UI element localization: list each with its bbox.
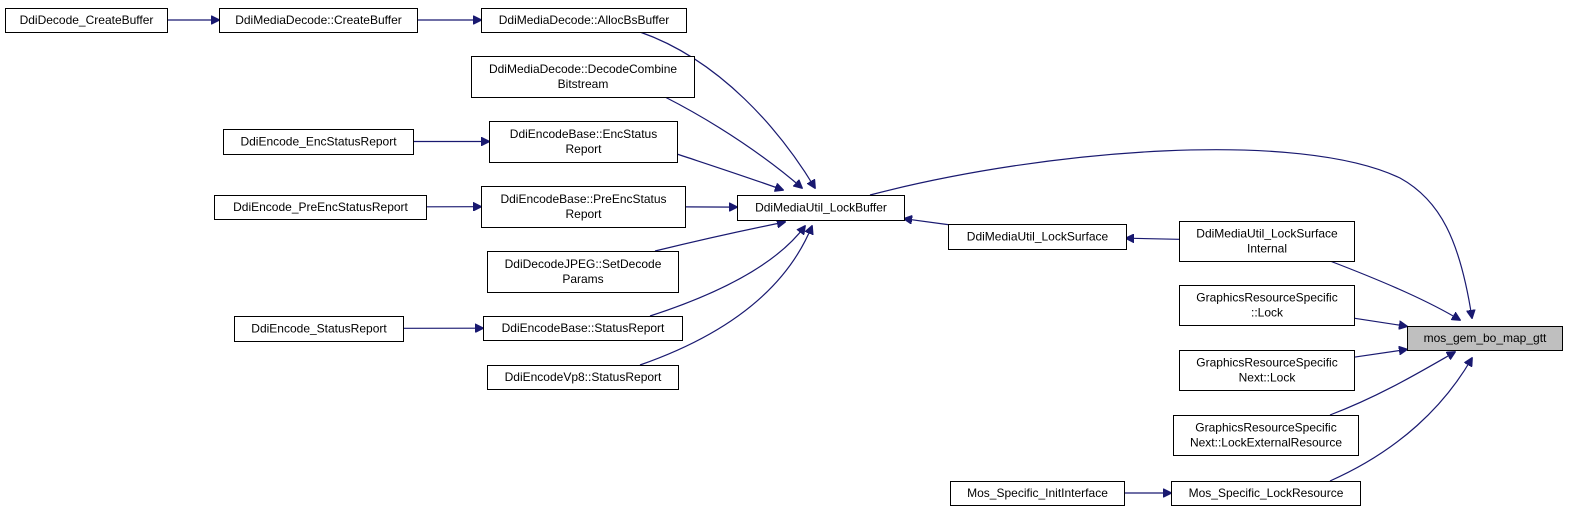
- edge-ddi-media-util-lock-surface-to-ddi-media-util-lock-buffer: [904, 219, 949, 226]
- node-box: [1179, 221, 1355, 262]
- node-box: [5, 8, 168, 33]
- node-ddi-encode-base-status-report[interactable]: DdiEncodeBase::StatusReport: [483, 316, 683, 341]
- node-box: [487, 365, 679, 390]
- edge-graphics-resource-specific-lock-to-mos-gem-bo-map-gtt: [1353, 317, 1407, 326]
- node-label: DdiMediaUtil_LockSurface: [967, 230, 1109, 244]
- node-box: [948, 224, 1127, 250]
- node-label: DdiDecodeJPEG::SetDecode: [505, 257, 662, 271]
- node-label: DdiEncode_PreEncStatusReport: [233, 200, 408, 214]
- node-label: Internal: [1247, 242, 1287, 256]
- node-box: [471, 56, 695, 98]
- node-graphics-resource-specific-lock[interactable]: GraphicsResourceSpecific::Lock: [1179, 285, 1355, 326]
- node-ddi-media-decode-alloc-bs-buffer[interactable]: DdiMediaDecode::AllocBsBuffer: [481, 8, 687, 33]
- edge-ddi-media-util-lock-surface-internal-to-mos-gem-bo-map-gtt: [1329, 260, 1460, 320]
- node-ddi-encode-enc-status-report[interactable]: DdiEncode_EncStatusReport: [223, 129, 414, 155]
- node-ddi-encode-vp8-status-report[interactable]: DdiEncodeVp8::StatusReport: [487, 365, 679, 390]
- node-label: ::Lock: [1251, 306, 1284, 320]
- node-label: Next::LockExternalResource: [1190, 436, 1342, 450]
- node-ddi-encode-base-enc-status-report[interactable]: DdiEncodeBase::EncStatusReport: [489, 121, 678, 163]
- node-label: GraphicsResourceSpecific: [1196, 356, 1337, 370]
- node-box: [737, 195, 905, 221]
- node-mos-specific-init-interface[interactable]: Mos_Specific_InitInterface: [950, 481, 1125, 506]
- node-ddi-media-util-lock-surface[interactable]: DdiMediaUtil_LockSurface: [948, 224, 1127, 250]
- node-label: DdiEncode_StatusReport: [251, 322, 387, 336]
- node-ddi-decode-create-buffer[interactable]: DdiDecode_CreateBuffer: [5, 8, 168, 33]
- edge-ddi-media-util-lock-buffer-to-mos-gem-bo-map-gtt: [869, 149, 1472, 318]
- edge-ddi-encode-base-enc-status-report-to-ddi-media-util-lock-buffer: [676, 153, 783, 190]
- node-label: DdiEncodeBase::StatusReport: [502, 321, 665, 335]
- node-box: [950, 481, 1125, 506]
- node-box: [1171, 481, 1361, 506]
- edge-ddi-media-decode-decode-combine-bitstream-to-ddi-media-util-lock-buffer: [664, 96, 802, 188]
- node-box: [234, 316, 404, 342]
- edge-ddi-decode-jpeg-set-decode-params-to-ddi-media-util-lock-buffer: [654, 222, 785, 252]
- node-label: DdiMediaDecode::AllocBsBuffer: [499, 13, 670, 27]
- node-ddi-encode-pre-enc-status-report[interactable]: DdiEncode_PreEncStatusReport: [214, 195, 427, 220]
- node-label: Mos_Specific_InitInterface: [967, 486, 1108, 500]
- edge-ddi-media-util-lock-surface-internal-to-ddi-media-util-lock-surface: [1126, 238, 1180, 239]
- node-box: [1179, 350, 1355, 391]
- node-label: DdiDecode_CreateBuffer: [20, 13, 154, 27]
- node-layer: mos_gem_bo_map_gtt DdiMediaUtil_LockBuffe…: [5, 8, 1563, 506]
- node-box: [1173, 415, 1359, 456]
- edge-ddi-encode-base-status-report-to-ddi-media-util-lock-buffer: [649, 226, 805, 317]
- node-box: [487, 251, 679, 293]
- node-box: [483, 316, 683, 341]
- node-box: [481, 8, 687, 33]
- node-label: DdiMediaUtil_LockSurface: [1196, 227, 1338, 241]
- edge-ddi-encode-vp8-status-report-to-ddi-media-util-lock-buffer: [639, 226, 812, 366]
- node-label: Report: [565, 142, 602, 156]
- node-label: mos_gem_bo_map_gtt: [1424, 331, 1547, 345]
- node-label: GraphicsResourceSpecific: [1196, 291, 1337, 305]
- node-box: [219, 8, 418, 33]
- node-box: [214, 195, 427, 220]
- node-ddi-encode-status-report[interactable]: DdiEncode_StatusReport: [234, 316, 404, 342]
- node-label: Mos_Specific_LockResource: [1189, 486, 1344, 500]
- node-mos-specific-lock-resource[interactable]: Mos_Specific_LockResource: [1171, 481, 1361, 506]
- node-ddi-media-util-lock-buffer[interactable]: DdiMediaUtil_LockBuffer: [737, 195, 905, 221]
- edge-mos-specific-lock-resource-to-mos-gem-bo-map-gtt: [1329, 358, 1472, 482]
- node-label: DdiEncodeBase::EncStatus: [510, 127, 657, 141]
- edge-layer: [167, 20, 1472, 493]
- node-label: DdiEncodeVp8::StatusReport: [505, 370, 662, 384]
- node-box: [1179, 285, 1355, 326]
- node-label: Next::Lock: [1239, 371, 1297, 385]
- node-box: [223, 129, 414, 155]
- node-ddi-media-decode-create-buffer[interactable]: DdiMediaDecode::CreateBuffer: [219, 8, 418, 33]
- node-graphics-resource-specific-next-lock-external-resource[interactable]: GraphicsResourceSpecificNext::LockExtern…: [1173, 415, 1359, 456]
- node-ddi-encode-base-pre-enc-status-report[interactable]: DdiEncodeBase::PreEncStatusReport: [481, 186, 686, 228]
- node-label: DdiEncodeBase::PreEncStatus: [500, 192, 666, 206]
- node-label: Report: [565, 207, 602, 221]
- node-label: Bitstream: [558, 77, 609, 91]
- edge-ddi-media-decode-alloc-bs-buffer-to-ddi-media-util-lock-buffer: [639, 31, 815, 188]
- node-label: DdiMediaDecode::DecodeCombine: [489, 62, 677, 76]
- node-label: GraphicsResourceSpecific: [1195, 421, 1336, 435]
- node-box: [481, 186, 686, 228]
- edge-graphics-resource-specific-next-lock-to-mos-gem-bo-map-gtt: [1353, 349, 1407, 358]
- node-label: DdiEncode_EncStatusReport: [240, 135, 397, 149]
- node-label: DdiMediaDecode::CreateBuffer: [235, 13, 402, 27]
- node-box: [1407, 326, 1563, 351]
- edge-graphics-resource-specific-next-lock-external-resource-to-mos-gem-bo-map-gtt: [1329, 352, 1455, 416]
- node-box: [489, 121, 678, 163]
- node-label: DdiMediaUtil_LockBuffer: [755, 201, 887, 215]
- node-mos-gem-bo-map-gtt[interactable]: mos_gem_bo_map_gtt: [1407, 326, 1563, 351]
- node-label: Params: [562, 272, 603, 286]
